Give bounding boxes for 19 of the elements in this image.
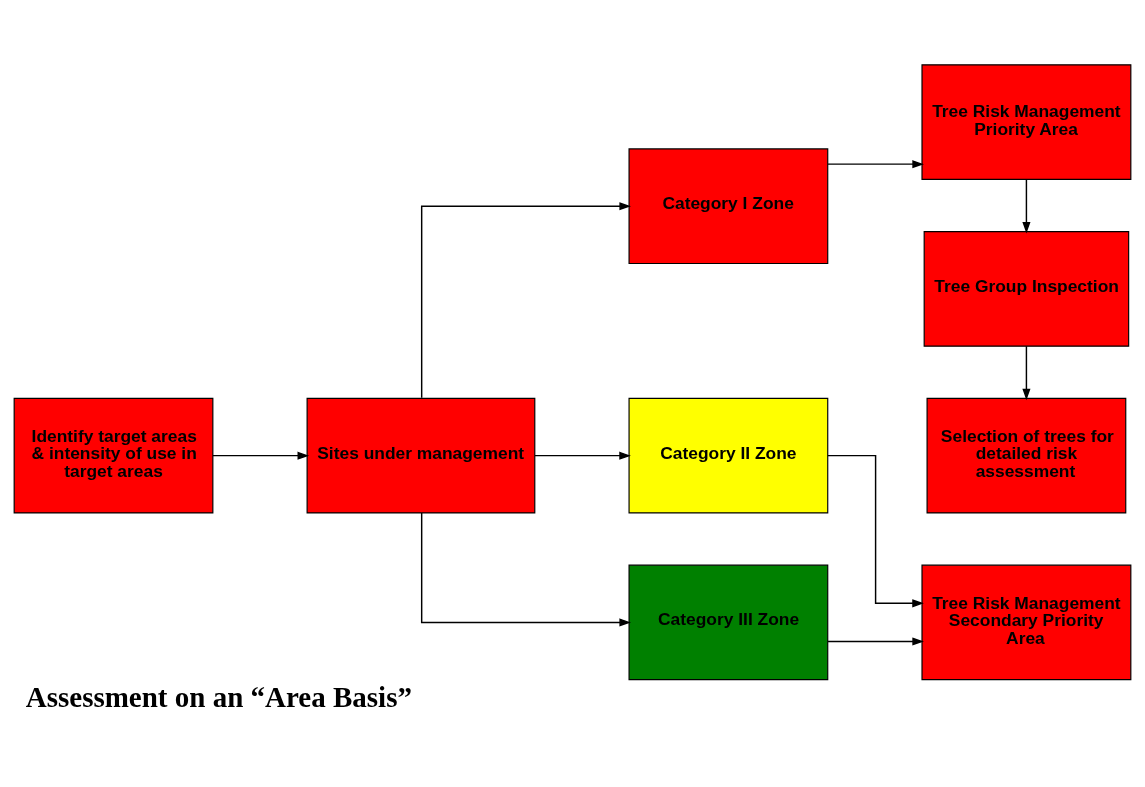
node-box: Tree Group Inspection <box>923 230 1130 347</box>
node-box: Identify target areas & intensity of use in target areas <box>13 397 214 513</box>
node-box: Sites under management <box>306 397 536 513</box>
arrow <box>534 451 631 460</box>
diagram-title: Assessment on an “Area Basis” <box>25 680 412 713</box>
node-box: Category II Zone <box>628 397 829 513</box>
arrow <box>827 636 924 646</box>
arrow <box>420 511 631 626</box>
arrow <box>1022 178 1031 234</box>
node-box: Category I Zone <box>628 147 829 264</box>
arrow <box>827 454 924 607</box>
node-box: Tree Risk Management Secondary Priority Area <box>921 564 1132 680</box>
arrow <box>420 201 631 398</box>
node-box: Category III Zone <box>628 564 829 680</box>
arrow <box>1022 345 1031 400</box>
node-box: Selection of trees for detailed risk assessment <box>926 397 1127 513</box>
arrow <box>827 159 924 168</box>
node-box: Tree Risk Management Priority Area <box>921 63 1132 180</box>
arrow <box>212 451 310 460</box>
